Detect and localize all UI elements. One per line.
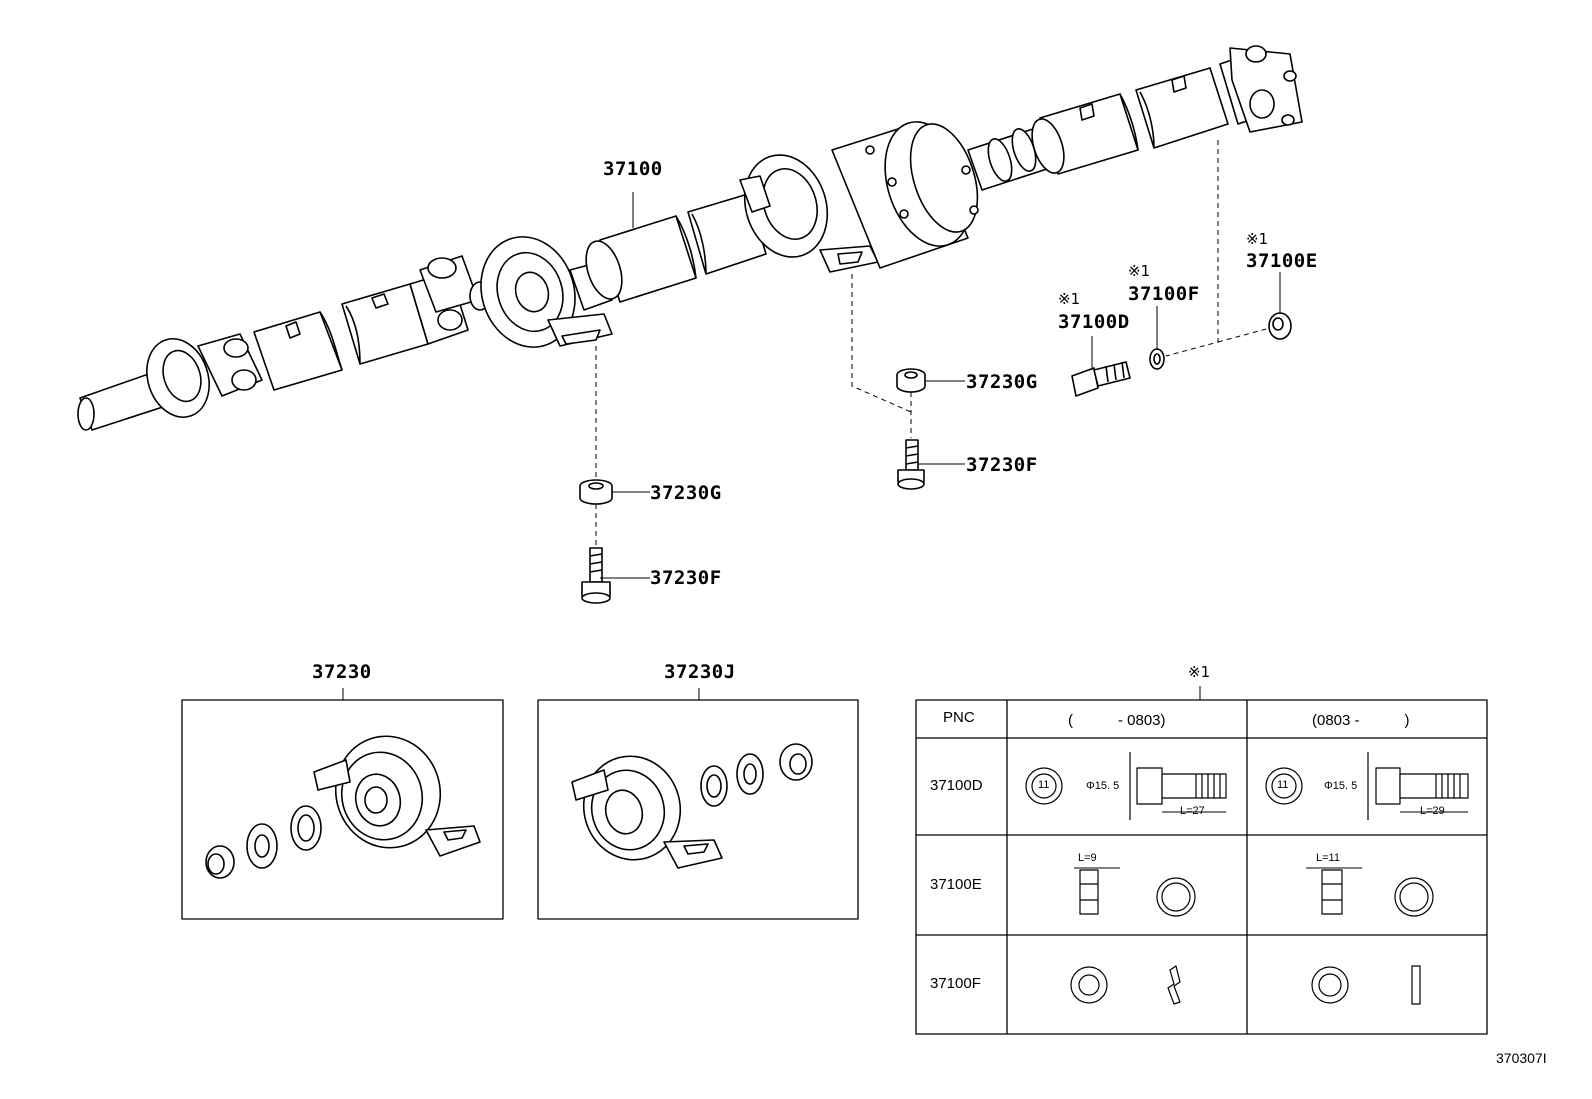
figure-reference: 370307I (1496, 1050, 1547, 1066)
table-header-old: ( - 0803) (1068, 712, 1166, 729)
table-row-37100f: 37100F (930, 975, 981, 992)
table-header-pnc: PNC (943, 709, 975, 726)
table-row-37100e: 37100E (930, 876, 982, 893)
callout-37230f-left: 37230F (650, 567, 722, 589)
variant-table (915, 699, 1488, 1035)
callout-37100f: 37100F (1128, 283, 1200, 305)
dim-dia-old: Φ15. 5 (1086, 780, 1120, 792)
dim-nut-new: L=11 (1316, 852, 1340, 864)
mark-37100d: ※1 (1058, 290, 1081, 308)
bolt-37100d-new (1265, 752, 1469, 820)
head-mark-new: 11 (1277, 779, 1289, 791)
table-row-37100d: 37100D (930, 777, 983, 794)
callout-37100: 37100 (603, 158, 663, 180)
callout-37230g-left: 37230G (650, 482, 722, 504)
kit-label-37230: 37230 (312, 661, 372, 683)
dim-len-new: L=29 (1420, 805, 1445, 817)
table-header-new: (0803 - ) (1312, 712, 1410, 729)
mark-37100f: ※1 (1128, 262, 1151, 280)
mark-37100e: ※1 (1246, 230, 1269, 248)
nut-37100e-new (1306, 867, 1434, 917)
callout-37230g-right: 37230G (966, 371, 1038, 393)
kit-37230J-box (537, 699, 859, 920)
propeller-shaft (77, 45, 1303, 431)
dim-len-old: L=27 (1180, 805, 1205, 817)
dim-nut-old: L=9 (1078, 852, 1097, 864)
washer-37100f-new (1311, 965, 1421, 1005)
washer-37100f-old (1070, 965, 1181, 1005)
kit-label-37230j: 37230J (664, 661, 736, 683)
callout-37100e: 37100E (1246, 250, 1318, 272)
dim-dia-new: Φ15. 5 (1324, 780, 1358, 792)
callout-37100d: 37100D (1058, 311, 1130, 333)
nut-37100e-old (1074, 867, 1196, 917)
center-bearing-mount-parts (579, 312, 1292, 604)
kit-37230-box (181, 699, 504, 920)
head-mark-old: 11 (1038, 779, 1050, 791)
bolt-37100d-old (1025, 752, 1227, 820)
table-note-mark: ※1 (1188, 663, 1211, 681)
callout-37230f-right: 37230F (966, 454, 1038, 476)
